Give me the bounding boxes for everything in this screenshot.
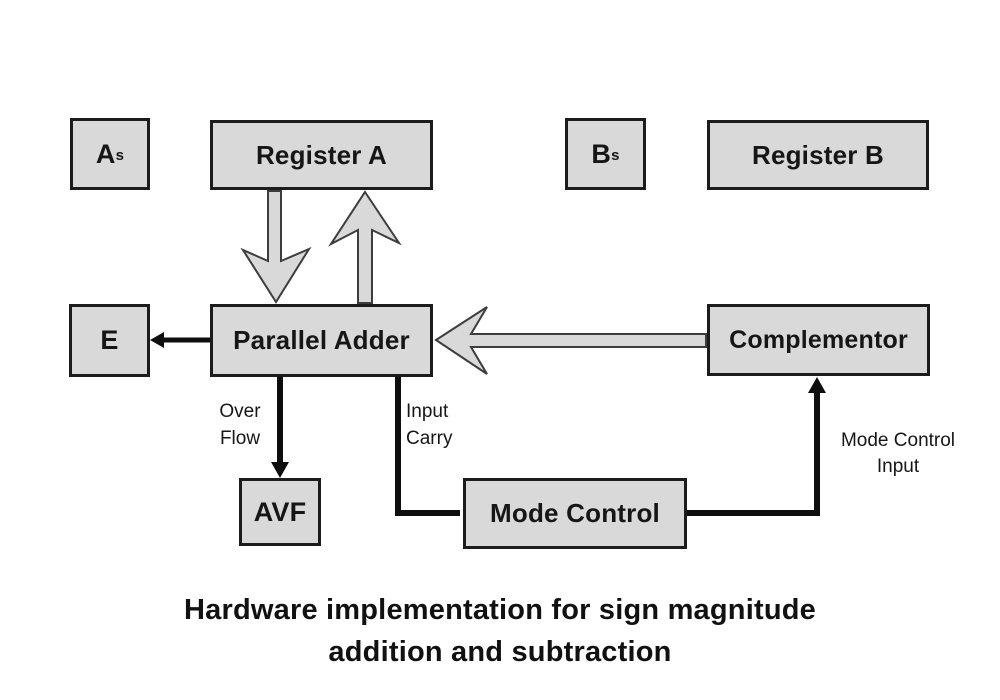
box-mode-control: Mode Control — [463, 478, 687, 549]
box-complementor-label: Complementor — [729, 325, 908, 354]
caption-line-2: addition and subtraction — [328, 636, 672, 668]
box-mode-control-label: Mode Control — [490, 498, 660, 528]
box-parallel-adder-label: Parallel Adder — [233, 325, 410, 355]
box-e-flag: E — [69, 304, 150, 377]
arrow-overflow-to-avf — [271, 377, 289, 478]
block-arrow-complementor-to-adder — [434, 306, 707, 375]
box-b-sign-label: B — [591, 138, 612, 169]
box-e-flag-label: E — [100, 325, 119, 355]
label-input-carry-line1: Input — [406, 401, 449, 422]
label-input-carry-line2: Carry — [406, 428, 453, 449]
block-arrow-register-a-to-adder — [240, 190, 312, 304]
line-input-carry-to-mode-control — [395, 377, 460, 516]
box-register-b: Register B — [707, 120, 929, 190]
label-input-carry: Input Carry — [406, 398, 496, 452]
label-mode-control-input: Mode Control Input — [830, 428, 966, 480]
box-a-sign-label: A — [95, 138, 116, 169]
box-register-a: Register A — [210, 120, 433, 190]
label-overflow-line2: Flow — [219, 428, 261, 449]
arrow-mode-control-to-complementor — [687, 377, 826, 516]
box-avf: AVF — [239, 478, 321, 546]
label-overflow: Over Flow — [198, 398, 282, 452]
label-overflow-line1: Over — [219, 401, 261, 422]
box-complementor: Complementor — [707, 304, 930, 376]
block-arrow-adder-to-register-a — [328, 190, 402, 304]
label-mode-control-input-line2: Input — [876, 456, 920, 477]
diagram-caption: Hardware implementation for sign magnitu… — [0, 589, 1000, 673]
box-avf-label: AVF — [253, 496, 307, 527]
label-mode-control-input-line1: Mode Control — [840, 430, 956, 451]
caption-line-1: Hardware implementation for sign magnitu… — [184, 594, 816, 626]
box-parallel-adder: Parallel Adder — [210, 304, 433, 377]
arrow-adder-to-e — [150, 332, 210, 348]
box-register-b-label: Register B — [751, 139, 885, 170]
box-register-a-label: Register A — [255, 139, 388, 170]
